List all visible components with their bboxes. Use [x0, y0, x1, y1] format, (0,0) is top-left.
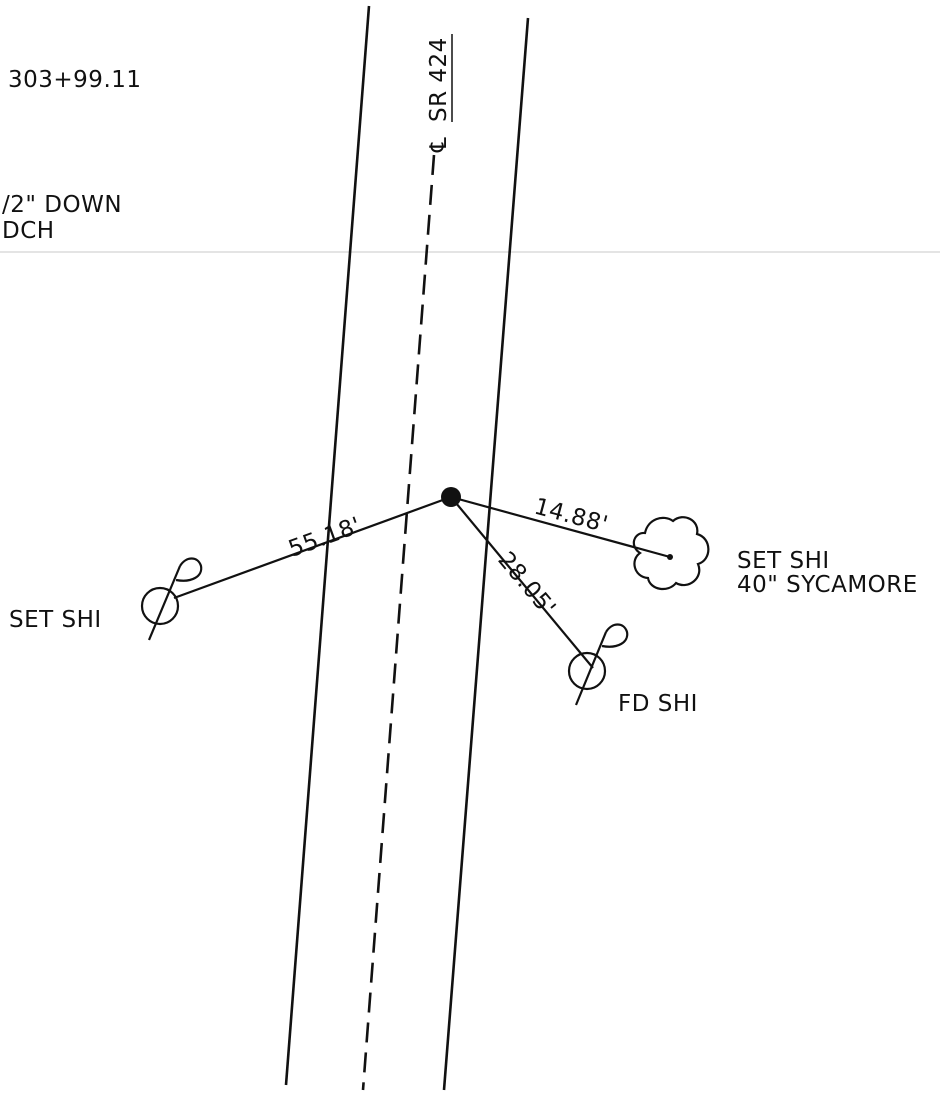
label-set-shi-right: SET SHI [737, 548, 830, 574]
tie-line-28 [450, 496, 594, 669]
note-line-1: /2" DOWN [2, 192, 122, 218]
iron-pin-flag-icon [140, 557, 203, 641]
centerline-label-group: ℄ SR 424 [426, 34, 453, 153]
tie-distance-55: 55.18' [285, 512, 365, 562]
centerline-symbol: ℄ [426, 137, 452, 153]
tie-distance-14: 14.88' [531, 494, 610, 539]
centerline-sr-424 [361, 154, 436, 1091]
iron-pin-flag-icon [567, 623, 629, 706]
filled-dot-icon [441, 487, 461, 507]
label-set-shi-left: SET SHI [9, 607, 102, 633]
tree-icon [632, 516, 710, 591]
road-edge-left [284, 5, 371, 1086]
station-label: 303+99.11 [8, 67, 142, 93]
centerline-label: SR 424 [426, 37, 452, 122]
note-line-2: DCH [2, 218, 55, 244]
tie-distance-28: 28.05' [492, 547, 560, 621]
road-edge-right [442, 17, 530, 1091]
label-sycamore: 40" SYCAMORE [737, 572, 918, 598]
label-fd-shi: FD SHI [618, 691, 698, 717]
tie-line-55 [173, 495, 452, 600]
